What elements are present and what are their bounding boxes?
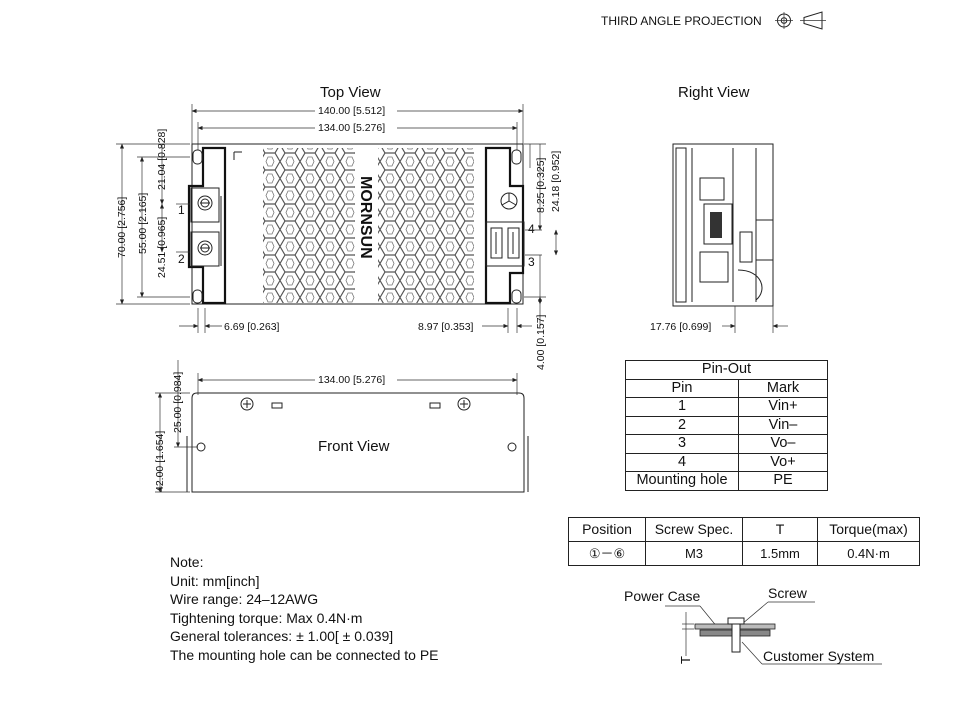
dim-right-top-offset: 8.25 [0.325] [535,157,547,213]
ground-symbol-icon [500,192,518,210]
table-row: 2 Vin– [625,415,828,435]
note-line: Unit: mm[inch] [170,572,260,589]
table-row: 4 Vo+ [625,452,828,472]
pinout-title: Pin-Out [625,360,828,380]
notes-block: Note: Unit: mm[inch] Wire range: 24–12AW… [170,553,439,665]
dim-hole-inset-bottom: 4.00 [0.157] [535,314,547,370]
notes-heading: Note: [170,554,204,570]
pin-label-1: 1 [178,203,185,217]
screw-cell: M3 [645,541,743,566]
note-line: Tightening torque: Max 0.4N·m [170,609,363,626]
right-view-outline [672,143,774,307]
pin-label-2: 2 [178,252,185,266]
pinout-cell: Vo+ [738,452,828,472]
vent-mesh-left [263,148,355,303]
vent-mesh-right [378,148,474,303]
projection-symbol: THIRD ANGLE PROJECTION [601,11,826,30]
dim-left-top-offset: 21.04 [0.828] [156,129,168,190]
screw-label: Screw [768,585,808,601]
dim-left-hole-x: 6.69 [0.263] [224,321,280,333]
screw-header-t: T [742,517,818,542]
pinout-header-pin: Pin [625,378,739,398]
mount-hole-front-left [196,442,206,452]
pinout-cell: Mounting hole [625,471,739,491]
projection-label: THIRD ANGLE PROJECTION [601,14,762,28]
mount-hole-front-right [507,442,517,452]
dim-front-height: 42.00 [1.654] [154,431,166,492]
power-case-label: Power Case [624,588,700,604]
right-view-title: Right View [678,84,750,101]
pinout-header-mark: Mark [738,378,828,398]
table-row: Mounting hole PE [625,471,828,491]
screw-icon [197,195,213,211]
pinout-cell: 1 [625,397,739,417]
output-terminal-block [485,221,525,267]
screw-icon [197,240,213,256]
table-row: 1 Vin+ [625,397,828,417]
input-terminal-block [190,187,220,267]
screw-icon [457,397,471,411]
pinout-table: Pin-Out Pin Mark 1 Vin+ 2 Vin– 3 Vo– 4 V… [625,360,828,491]
dim-right-hole-x: 8.97 [0.353] [418,321,474,333]
note-line: Wire range: 24–12AWG [170,591,319,608]
mount-hole-top-left [192,149,203,165]
t-label: T [678,656,693,664]
dim-right-terminal-span: 24.18 [0.952] [550,151,562,212]
pin-label-4: 4 [528,222,535,236]
front-view-outline [191,392,525,493]
pinout-cell: 4 [625,452,739,472]
chassis-outline [191,143,524,305]
pinout-cell: 2 [625,415,739,435]
pin-label-3: 3 [528,255,535,269]
dim-overall-length: 140.00 [5.512] [318,105,385,117]
table-row: ①－⑥ M3 1.5mm 0.4N·m [568,541,920,566]
top-view: Top View 140.00 [5.512] 134.00 [5.276] M… [116,84,562,370]
dim-front-hole-spacing: 134.00 [5.276] [318,374,385,386]
dim-overall-height: 70.00 [2.756] [116,197,128,258]
top-view-title: Top View [320,84,381,101]
pinout-cell: 3 [625,434,739,454]
brand-text: MORNSUN [357,176,374,259]
mount-hole-bottom-left [192,289,203,304]
note-line: The mounting hole can be connected to PE [170,646,439,663]
dim-left-terminal-span: 24.51 [0.965] [156,217,168,278]
screw-header-torque: Torque(max) [817,517,920,542]
customer-system-label: Customer System [763,648,874,664]
screw-cell: 1.5mm [742,541,818,566]
front-view-title: Front View [318,438,390,455]
screw-cell: ①－⑥ [568,541,646,566]
pinout-cell: Vo– [738,434,828,454]
mounting-detail: Power Case Screw Customer System T [624,585,882,665]
dim-front-hole-height: 25.00 [0.984] [172,372,184,433]
mount-hole-top-right [511,149,522,165]
front-view: 134.00 [5.276] Front View 42.00 [1.654] … [154,360,529,493]
screw-header-spec: Screw Spec. [645,517,743,542]
right-view: Right View 17.76 [0.699] [650,84,788,333]
dim-depth: 17.76 [0.699] [650,321,711,333]
dim-hole-spacing: 134.00 [5.276] [318,122,385,134]
note-line: General tolerances: ± 1.00[ ± 0.039] [170,628,394,645]
pinout-cell: Vin+ [738,397,828,417]
screw-spec-table: Position Screw Spec. T Torque(max) ①－⑥ M… [568,517,920,566]
table-row: 3 Vo– [625,434,828,454]
screw-icon [240,397,254,411]
mount-hole-bottom-right [511,289,522,304]
screw-header-position: Position [568,517,646,542]
pinout-cell: PE [738,471,828,491]
screw-cell: 0.4N·m [817,541,920,566]
pinout-cell: Vin– [738,415,828,435]
projection-icon [775,11,826,30]
dim-hole-vertical: 55.00 [2.165] [137,193,149,254]
